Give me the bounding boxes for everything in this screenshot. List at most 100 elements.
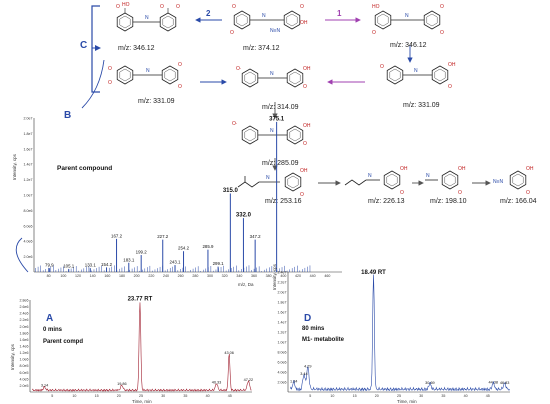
svg-text:N: N [262,13,266,19]
mz-label-m9: m/z: 226.13 [368,198,405,205]
panel-d-x-tick: 35 [441,394,445,398]
panel-a-y-tick: 2.8e6 [20,299,29,303]
svg-text:O: O [178,62,182,68]
panel-d-y-tick: 4.0e6 [278,371,287,375]
spectrum-peak-label: 183.1 [123,257,135,262]
svg-text:OH: OH [303,123,311,129]
mz-label-m3: m/z: 346.12 [390,42,427,49]
bracket-c [91,5,100,93]
mz-label-m2: m/z: 374.12 [243,45,280,52]
svg-text:O: O [178,84,182,90]
spectrum-peak-label: 375.1 [269,116,285,122]
spectrum-x-tick: 340 [236,274,242,278]
panel-a-title: Parent compd [43,339,84,345]
spectrum-title: Parent compound [57,165,113,172]
panel-label-b: B [64,110,72,121]
molecule-m4-structure: N OO OO [108,62,182,90]
spectrum-x-tick: 360 [251,274,257,278]
svg-text:OH: OH [448,62,456,68]
spectrum-y-tick: 1.2e7 [24,178,33,182]
molecule-m11-structure: N≡N OHO [493,166,534,196]
panel-a-x-tick: 25 [139,394,143,398]
svg-text:O: O [116,4,120,10]
panel-d-main-peak-label: 18.49 RT [361,270,386,276]
panel-label-a: A [46,313,54,324]
spectrum-x-tick: 460 [324,274,330,278]
svg-text:N: N [270,71,274,77]
panel-d-title: M1- metabolite [302,337,345,343]
svg-text:O: O [303,141,307,147]
panel-a-y-tick: 1.0e6 [20,358,29,362]
panel-a-y-tick: 2.0e5 [20,384,29,388]
spectrum-peak-label: 154.2 [101,262,113,267]
panel-a-x-tick: 35 [183,394,187,398]
spectrum-peak-label: 315.0 [223,188,239,194]
spectrum-xlabel: m/z, Da [238,282,254,287]
panel-a-y-tick: 6.0e5 [20,371,29,375]
svg-text:O: O [230,30,234,36]
panel-a-peak-label: 3.14 [41,384,48,388]
mz-label-m11: m/z: 166.04 [500,198,537,205]
mz-label-m8: m/z: 253.16 [265,198,302,205]
spectrum-peak-label: 347.2 [250,234,262,239]
svg-text:O: O [458,190,462,196]
panel-a-trace [32,302,252,392]
mz-label-m5: m/z: 331.09 [403,102,440,109]
panel-d-x-tick: 5 [309,394,311,398]
panel-a-x-tick: 15 [95,394,99,398]
panel-a-peak-label: 47.22 [244,378,254,382]
panel-a-x-tick: 45 [228,394,232,398]
panel-d-peak-label: 30.69 [425,381,435,385]
panel-d-y-tick: 8.0e6 [278,351,287,355]
panel-a-peak-label: 43.06 [224,351,234,355]
panel-d-peak-label: 3.44 [300,372,307,376]
mz-label-m4: m/z: 331.09 [138,98,175,105]
svg-text:O: O [108,66,112,72]
panel-d-y-tick: 2.0e6 [278,381,287,385]
spectrum-peak-label: 254.2 [178,246,190,251]
panel-d-y-tick: 2.2e7 [278,281,287,285]
svg-text:O: O [300,192,304,198]
panel-d-y-tick: 2.4e7 [278,271,287,275]
spectrum-x-tick: 200 [134,274,140,278]
panel-a-x-tick: 10 [72,394,76,398]
spectrum-peak-label: 167.2 [111,233,123,238]
svg-text:OH: OH [400,166,408,172]
svg-text:N: N [145,15,149,21]
spectrum-y-tick: 2.0e7 [24,117,33,121]
panel-d-x-tick: 30 [419,394,423,398]
svg-text:HO: HO [372,4,380,10]
spectrum-y-tick: 2.0e6 [24,255,33,259]
panel-a-x-tick: 20 [117,394,121,398]
spectrum-peak-label: 243.1 [169,260,181,265]
spectrum-x-tick: 80 [47,274,51,278]
svg-text:O·: O· [232,121,238,127]
spectrum-x-tick: 120 [75,274,81,278]
panel-d-x-tick: 20 [375,394,379,398]
panel-a-y-tick: 1.6e6 [20,338,29,342]
panel-d-y-tick: 1.2e7 [278,331,287,335]
svg-text:N: N [270,128,274,134]
spectrum-x-tick: 140 [90,274,96,278]
spectrum-x-tick: 300 [207,274,213,278]
panel-a-main-peak-label: 23.77 RT [128,296,153,302]
spectrum-peak-label: 133.1 [85,263,97,268]
spectrum-peak-label: 79.9 [45,263,54,268]
panel-a-x-tick: 40 [206,394,210,398]
panel-a-y-tick: 8.0e5 [20,364,29,368]
svg-text:O: O [440,30,444,36]
spectrum-peak-label: 299.1 [213,261,225,266]
svg-text:OH: OH [526,166,534,172]
panel-d-y-tick: 1.4e7 [278,321,287,325]
mz-label-m6: m/z: 314.09 [262,104,299,111]
spectrum-x-tick: 440 [310,274,316,278]
spectrum-x-tick: 240 [163,274,169,278]
svg-text:OH: OH [458,166,466,172]
svg-text:O: O [448,84,452,90]
spectrum-y-tick: 1.0e7 [24,194,33,198]
panel-a-y-tick: 2.4e6 [20,312,29,316]
